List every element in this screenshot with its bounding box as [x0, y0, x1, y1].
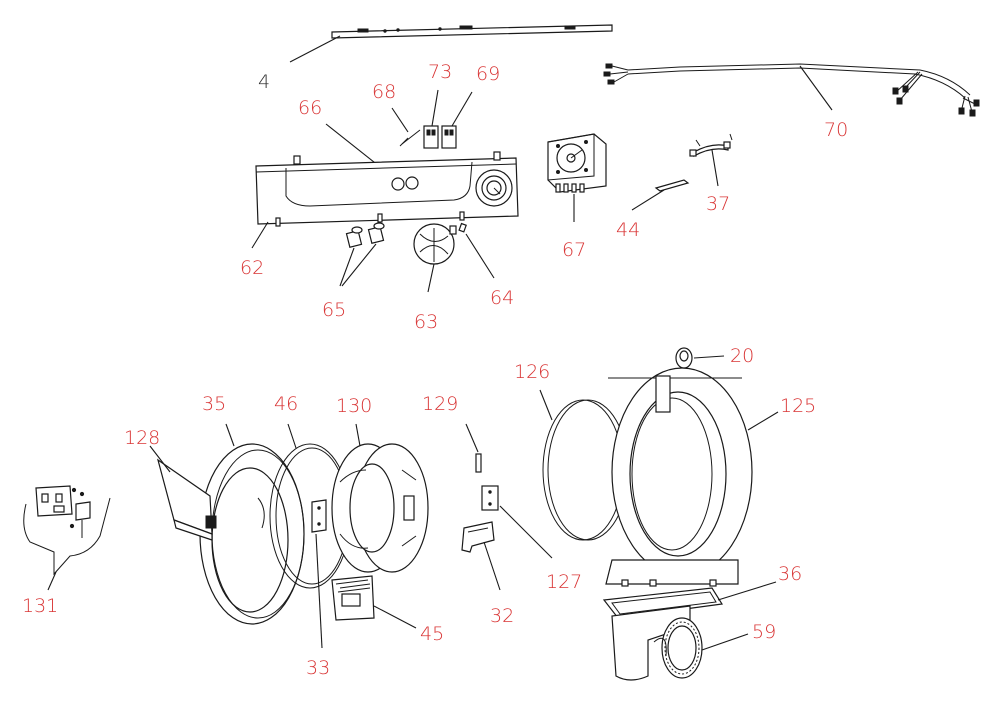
callout-36: 36 [778, 563, 802, 585]
part-131-hinge-detail [23, 485, 111, 591]
callout-33: 33 [306, 657, 330, 679]
part-44-strip [631, 179, 690, 211]
part-129-strip [465, 423, 482, 473]
part-33-lock-plate [311, 499, 327, 649]
part-125-front-panel [605, 367, 779, 587]
callout-63: 63 [414, 311, 438, 333]
part-32-bracket [461, 521, 501, 591]
callout-62: 62 [240, 257, 264, 279]
callout-64: 64 [490, 287, 514, 309]
callout-128: 128 [124, 427, 160, 449]
callout-46: 46 [274, 393, 298, 415]
part-4-top-rail [289, 24, 613, 63]
callout-70: 70 [824, 119, 848, 141]
callout-127: 127 [546, 571, 582, 593]
part-20-lamp-holder [675, 347, 725, 379]
part-68-lamp [391, 107, 421, 147]
part-59-filter-ring [653, 617, 749, 679]
callout-35: 35 [202, 393, 226, 415]
callout-66: 66 [298, 97, 322, 119]
callout-130: 130 [336, 395, 372, 417]
part-67-timer [547, 133, 607, 222]
part-73-switch [423, 89, 439, 149]
part-69-switch [441, 91, 473, 149]
part-65-knobs [339, 222, 385, 287]
callout-126: 126 [514, 361, 550, 383]
part-130-inner-liner [331, 423, 429, 573]
part-64-pin [458, 222, 495, 279]
part-127-plate [481, 485, 553, 559]
callout-129: 129 [422, 393, 458, 415]
callout-4: 4 [258, 71, 270, 93]
callout-125: 125 [780, 395, 816, 417]
callout-45: 45 [420, 623, 444, 645]
part-35-door-frame [199, 423, 305, 625]
callout-131: 131 [22, 595, 58, 617]
callout-32: 32 [490, 605, 514, 627]
part-128-handle [149, 445, 217, 541]
callout-37: 37 [706, 193, 730, 215]
callout-67: 67 [562, 239, 586, 261]
callout-68: 68 [372, 81, 396, 103]
callout-20: 20 [730, 345, 754, 367]
part-45-cover [331, 575, 417, 629]
callout-44: 44 [616, 219, 640, 241]
callout-labels: 4 73 69 68 66 70 37 44 67 62 65 63 64 20… [22, 61, 848, 679]
part-63-selector-knob [413, 223, 457, 293]
callout-59: 59 [752, 621, 776, 643]
callout-69: 69 [476, 63, 500, 85]
part-62-control-panel [251, 151, 519, 249]
part-70-wiring-harness [603, 63, 980, 117]
callout-65: 65 [322, 299, 346, 321]
callout-73: 73 [428, 61, 452, 83]
part-37-bracket [689, 133, 733, 187]
